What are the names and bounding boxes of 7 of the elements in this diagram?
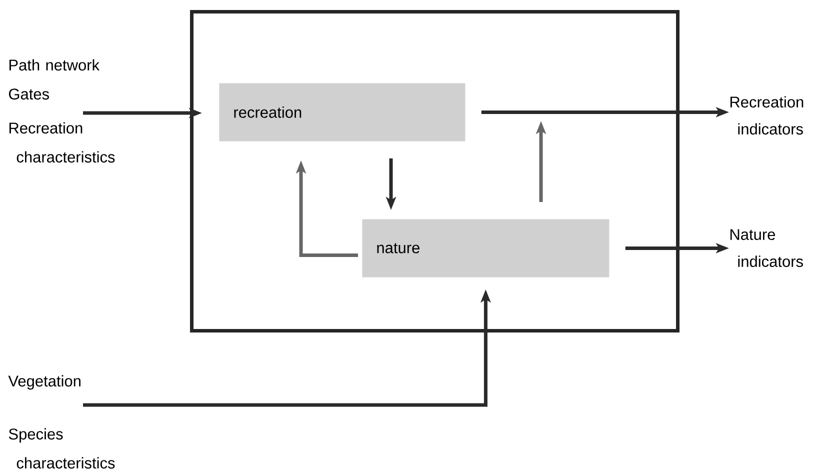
process-box: nature [362, 219, 610, 278]
system-box [190, 10, 680, 332]
input-text: Path network Gates Recreation characteristics [9, 59, 115, 163]
input-text: Vegetation Species characteristics [8, 375, 115, 469]
process-box: recreation [219, 83, 466, 142]
output-text: Recreation indicators [730, 96, 804, 135]
output-text: Nature indicators [730, 229, 803, 267]
